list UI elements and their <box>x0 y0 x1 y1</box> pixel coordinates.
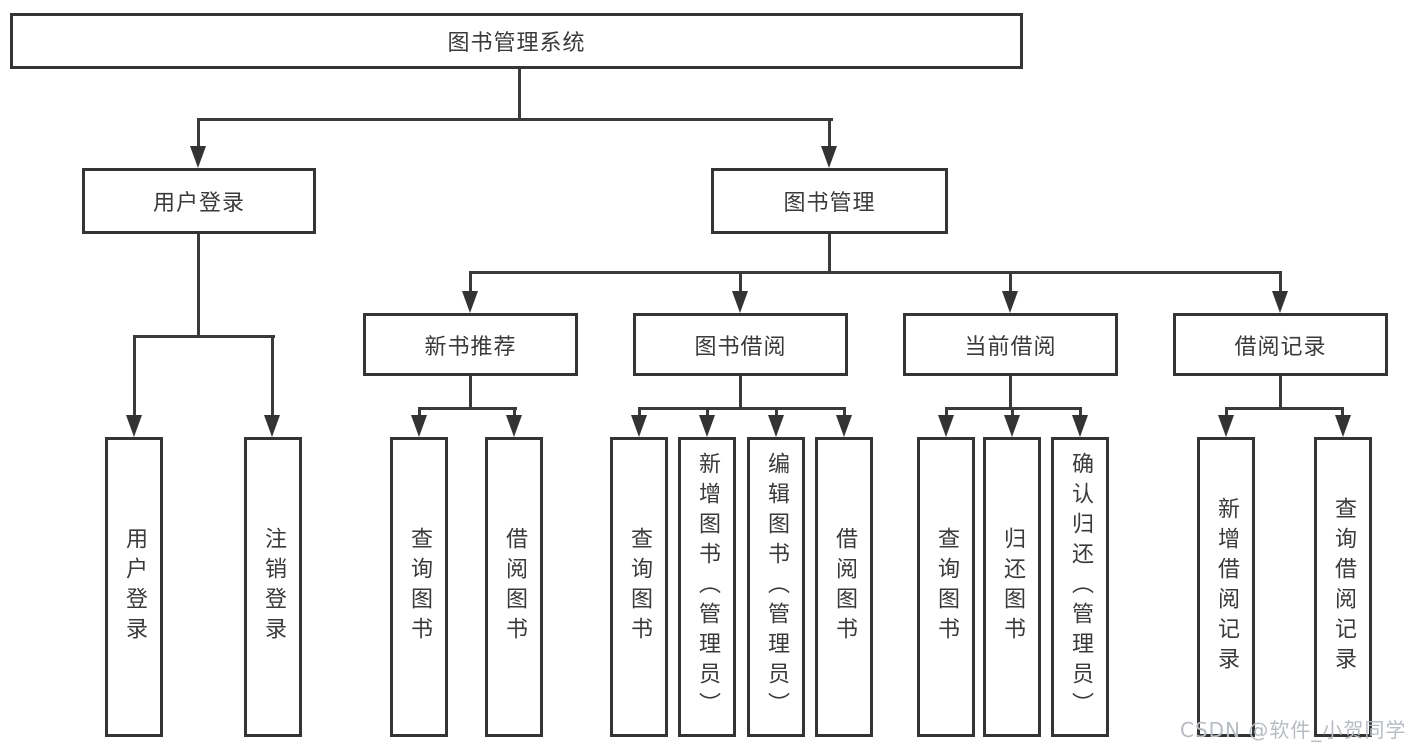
connector-line <box>638 410 641 418</box>
node-book-borrow: 图书借阅 <box>633 313 848 376</box>
leaf-newbook-query-label: 查询图书 <box>407 527 432 647</box>
connector-line <box>739 274 742 294</box>
leaf-logout: 注销登录 <box>244 437 302 737</box>
connector-line <box>418 410 421 418</box>
leaf-borrow-add-book-label: 新增图书（管理员） <box>695 452 720 722</box>
node-borrow-records: 借阅记录 <box>1173 313 1388 376</box>
connector-line <box>638 407 846 410</box>
leaf-newbook-borrow-label: 借阅图书 <box>502 527 527 647</box>
arrowhead-icon <box>1335 415 1351 437</box>
connector-line <box>739 376 742 409</box>
arrowhead-icon <box>1272 291 1288 313</box>
connector-line <box>133 338 136 418</box>
leaf-newbook-query: 查询图书 <box>390 437 448 737</box>
leaf-borrow-book-label: 借阅图书 <box>832 527 857 647</box>
leaf-return-book: 归还图书 <box>983 437 1041 737</box>
connector-line <box>843 410 846 418</box>
leaf-add-borrow-record-label: 新增借阅记录 <box>1214 497 1239 677</box>
connector-line <box>1279 376 1282 409</box>
connector-line <box>1279 274 1282 294</box>
connector-line <box>133 335 275 338</box>
arrowhead-icon <box>126 415 142 437</box>
node-current-borrow: 当前借阅 <box>903 313 1118 376</box>
connector-line <box>271 338 274 418</box>
leaf-return-book-label: 归还图书 <box>1000 527 1025 647</box>
arrowhead-icon <box>190 146 206 168</box>
connector-line <box>1009 376 1012 409</box>
arrowhead-icon <box>938 415 954 437</box>
node-current-borrow-label: 当前借阅 <box>964 334 1057 360</box>
connector-line <box>1341 410 1344 418</box>
leaf-borrow-query: 查询图书 <box>610 437 668 737</box>
connector-line <box>1225 410 1228 418</box>
arrowhead-icon <box>1002 291 1018 313</box>
leaf-query-borrow-record-label: 查询借阅记录 <box>1331 497 1356 677</box>
connector-line <box>1009 274 1012 294</box>
connector-line <box>469 376 472 409</box>
leaf-confirm-return-label: 确认归还（管理员） <box>1068 452 1093 722</box>
leaf-current-query: 查询图书 <box>917 437 975 737</box>
connector-line <box>469 274 472 294</box>
leaf-logout-label: 注销登录 <box>261 527 286 647</box>
leaf-borrow-query-label: 查询图书 <box>627 527 652 647</box>
connector-line <box>945 410 948 418</box>
connector-line <box>1079 410 1082 418</box>
arrowhead-icon <box>1072 415 1088 437</box>
leaf-current-query-label: 查询图书 <box>934 527 959 647</box>
leaf-add-borrow-record: 新增借阅记录 <box>1197 437 1255 737</box>
node-book-borrow-label: 图书借阅 <box>694 334 787 360</box>
node-user-login: 用户登录 <box>82 168 316 234</box>
connector-line <box>197 118 833 121</box>
arrowhead-icon <box>821 146 837 168</box>
leaf-borrow-edit-book: 编辑图书（管理员） <box>747 437 805 737</box>
connector-line <box>197 234 200 338</box>
connector-line <box>775 410 778 418</box>
leaf-user-login: 用户登录 <box>105 437 163 737</box>
node-user-login-label: 用户登录 <box>152 191 245 216</box>
connector-line <box>706 410 709 418</box>
node-root: 图书管理系统 <box>10 13 1023 69</box>
node-book-management: 图书管理 <box>711 168 948 234</box>
node-book-management-label: 图书管理 <box>783 191 876 216</box>
connector-line <box>1225 407 1344 410</box>
connector-line <box>945 407 1082 410</box>
node-new-book-recommend: 新书推荐 <box>363 313 578 376</box>
connector-line <box>197 121 200 149</box>
connector-line <box>418 407 517 410</box>
arrowhead-icon <box>1004 415 1020 437</box>
leaf-user-login-label: 用户登录 <box>122 527 147 647</box>
connector-line <box>1011 410 1014 418</box>
node-root-label: 图书管理系统 <box>447 31 586 56</box>
connector-line <box>828 121 831 149</box>
leaf-borrow-book: 借阅图书 <box>815 437 873 737</box>
leaf-borrow-edit-book-label: 编辑图书（管理员） <box>764 452 789 722</box>
node-borrow-records-label: 借阅记录 <box>1234 334 1327 360</box>
leaf-confirm-return: 确认归还（管理员） <box>1051 437 1109 737</box>
connector-line <box>518 69 521 119</box>
node-new-book-recommend-label: 新书推荐 <box>424 334 517 360</box>
leaf-borrow-add-book: 新增图书（管理员） <box>678 437 736 737</box>
arrowhead-icon <box>732 291 748 313</box>
arrowhead-icon <box>264 415 280 437</box>
leaf-newbook-borrow: 借阅图书 <box>485 437 543 737</box>
leaf-query-borrow-record: 查询借阅记录 <box>1314 437 1372 737</box>
arrowhead-icon <box>506 415 522 437</box>
connector-line <box>828 234 831 273</box>
connector-line <box>469 271 1282 274</box>
arrowhead-icon <box>631 415 647 437</box>
csdn-watermark: CSDN @软件_小贺同学 <box>1180 718 1405 742</box>
arrowhead-icon <box>462 291 478 313</box>
arrowhead-icon <box>1218 415 1234 437</box>
arrowhead-icon <box>768 415 784 437</box>
arrowhead-icon <box>699 415 715 437</box>
arrowhead-icon <box>411 415 427 437</box>
arrowhead-icon <box>836 415 852 437</box>
connector-line <box>513 410 516 418</box>
